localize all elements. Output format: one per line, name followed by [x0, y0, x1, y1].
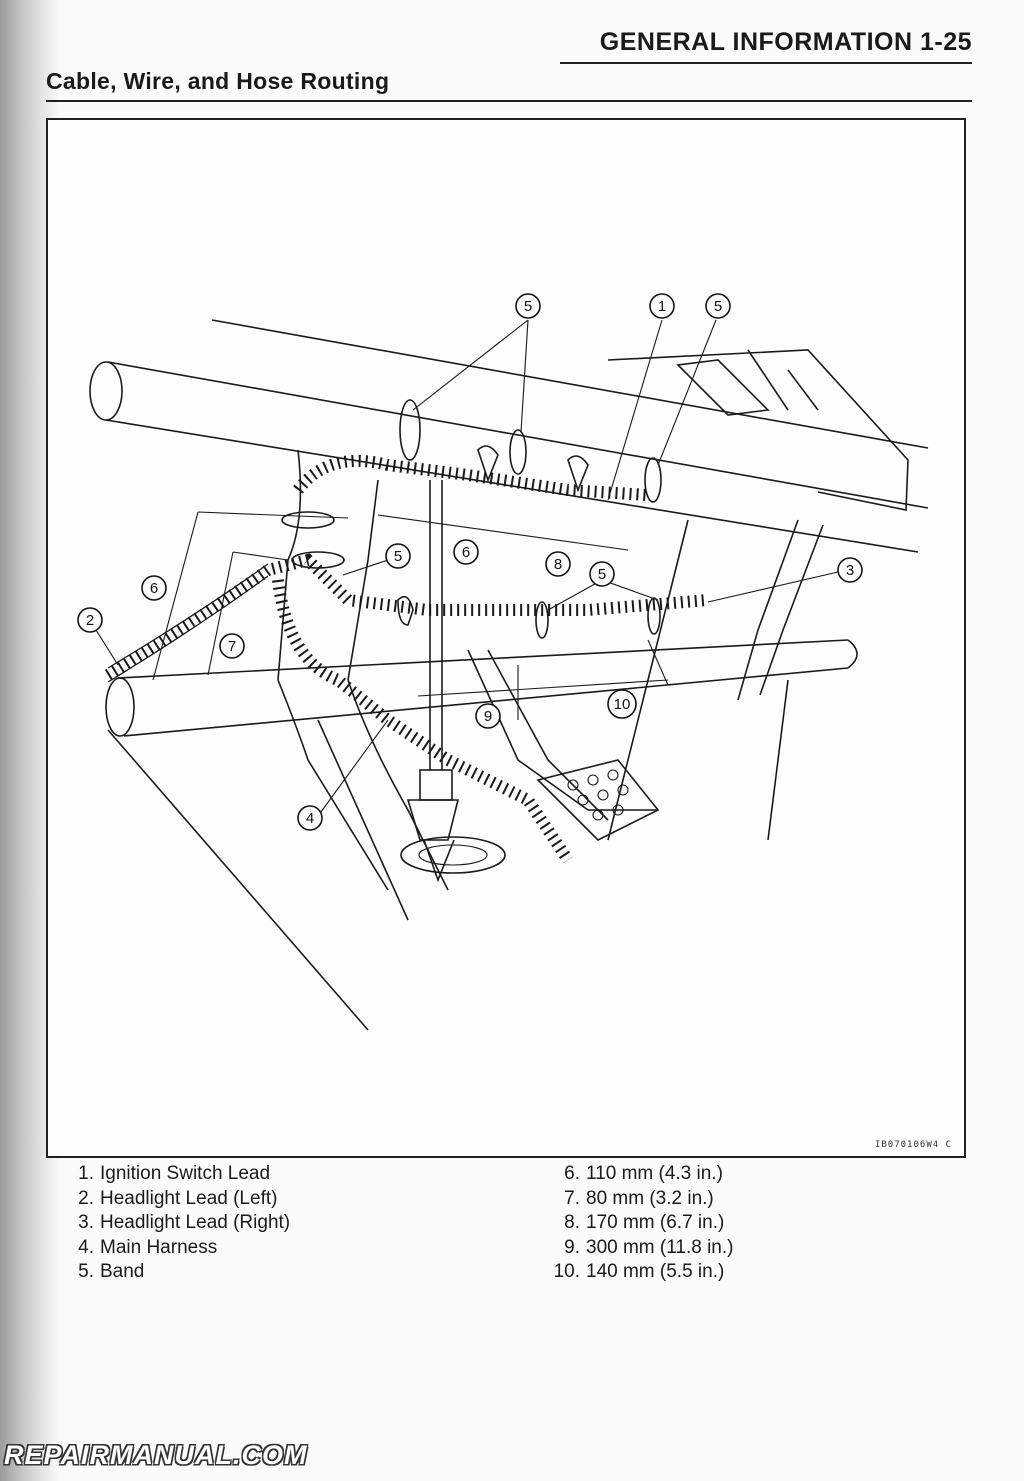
svg-text:4: 4 — [306, 810, 314, 827]
svg-text:5: 5 — [524, 298, 532, 315]
svg-text:8: 8 — [554, 556, 562, 573]
callout-5-middle: 5 — [589, 561, 615, 587]
steering-shaft — [400, 480, 506, 883]
bands — [281, 399, 662, 639]
callout-5-left: 5 — [385, 543, 411, 569]
routing-illustration: 5 1 5 5 6 8 5 3 6 2 7 10 — [77, 293, 929, 1031]
main-harness — [104, 454, 709, 864]
legend-item: 2.Headlight Lead (Left) — [78, 1187, 278, 1209]
pedal — [467, 649, 660, 841]
svg-text:2: 2 — [86, 612, 94, 629]
legend-item: 6.110 mm (4.3 in.) — [564, 1163, 723, 1184]
callout-3: 3 — [837, 557, 863, 583]
page-header: GENERAL INFORMATION 1-25 — [599, 28, 972, 56]
svg-text:5: 5 — [598, 566, 606, 583]
svg-text:3: 3 — [846, 562, 854, 579]
callout-1: 1 — [649, 293, 675, 319]
svg-text:6: 6 — [462, 544, 470, 561]
callout-2: 2 — [77, 607, 103, 633]
callout-8: 8 — [545, 551, 571, 577]
legend-item: 10.140 mm (5.5 in.) — [553, 1261, 725, 1282]
figure-code: IB070106W4 C — [874, 1140, 952, 1150]
callout-4: 4 — [297, 805, 323, 831]
legend-item: 8.170 mm (6.7 in.) — [564, 1212, 725, 1233]
callout-5-top: 5 — [515, 293, 541, 319]
callout-6-center: 6 — [453, 539, 479, 565]
upper-frame-tube — [89, 319, 929, 553]
section-title: Cable, Wire, and Hose Routing — [46, 68, 390, 94]
svg-text:10: 10 — [614, 696, 631, 713]
callout-9: 9 — [475, 703, 501, 729]
legend-left-column: 1.Ignition Switch Lead 2.Headlight Lead … — [76, 1162, 290, 1285]
legend-item: 1.Ignition Switch Lead — [78, 1163, 271, 1184]
legend-item: 4.Main Harness — [78, 1236, 218, 1258]
svg-text:5: 5 — [394, 548, 402, 565]
svg-text:7: 7 — [228, 638, 236, 655]
callout-10: 10 — [607, 689, 637, 719]
legend-item: 7.80 mm (3.2 in.) — [564, 1187, 714, 1209]
legend-item: 9.300 mm (11.8 in.) — [564, 1236, 734, 1258]
leader-lines — [95, 319, 839, 817]
svg-text:9: 9 — [484, 708, 492, 725]
header-rule — [560, 62, 972, 64]
legend-right-column: 6.110 mm (4.3 in.) 7.80 mm (3.2 in.) 8.1… — [540, 1162, 734, 1285]
legend-item: 5.Band — [78, 1261, 145, 1282]
down-tube — [107, 449, 449, 1031]
callout-6-left: 6 — [141, 575, 167, 601]
routing-figure: 5 1 5 5 6 8 5 3 6 2 7 10 — [46, 118, 966, 1158]
frame-bracket — [607, 349, 909, 511]
section-rule — [46, 100, 972, 102]
svg-text:1: 1 — [658, 298, 666, 315]
watermark-logo: REPAIRMANUAL.COM — [4, 1440, 308, 1470]
svg-text:5: 5 — [714, 298, 722, 315]
right-support — [607, 519, 824, 841]
svg-text:6: 6 — [150, 580, 158, 597]
callout-7: 7 — [219, 633, 245, 659]
dimension-lines — [152, 511, 669, 720]
legend-item: 3.Headlight Lead (Right) — [78, 1212, 291, 1233]
lower-frame-tube — [105, 639, 858, 737]
callout-5-top-right: 5 — [705, 293, 731, 319]
